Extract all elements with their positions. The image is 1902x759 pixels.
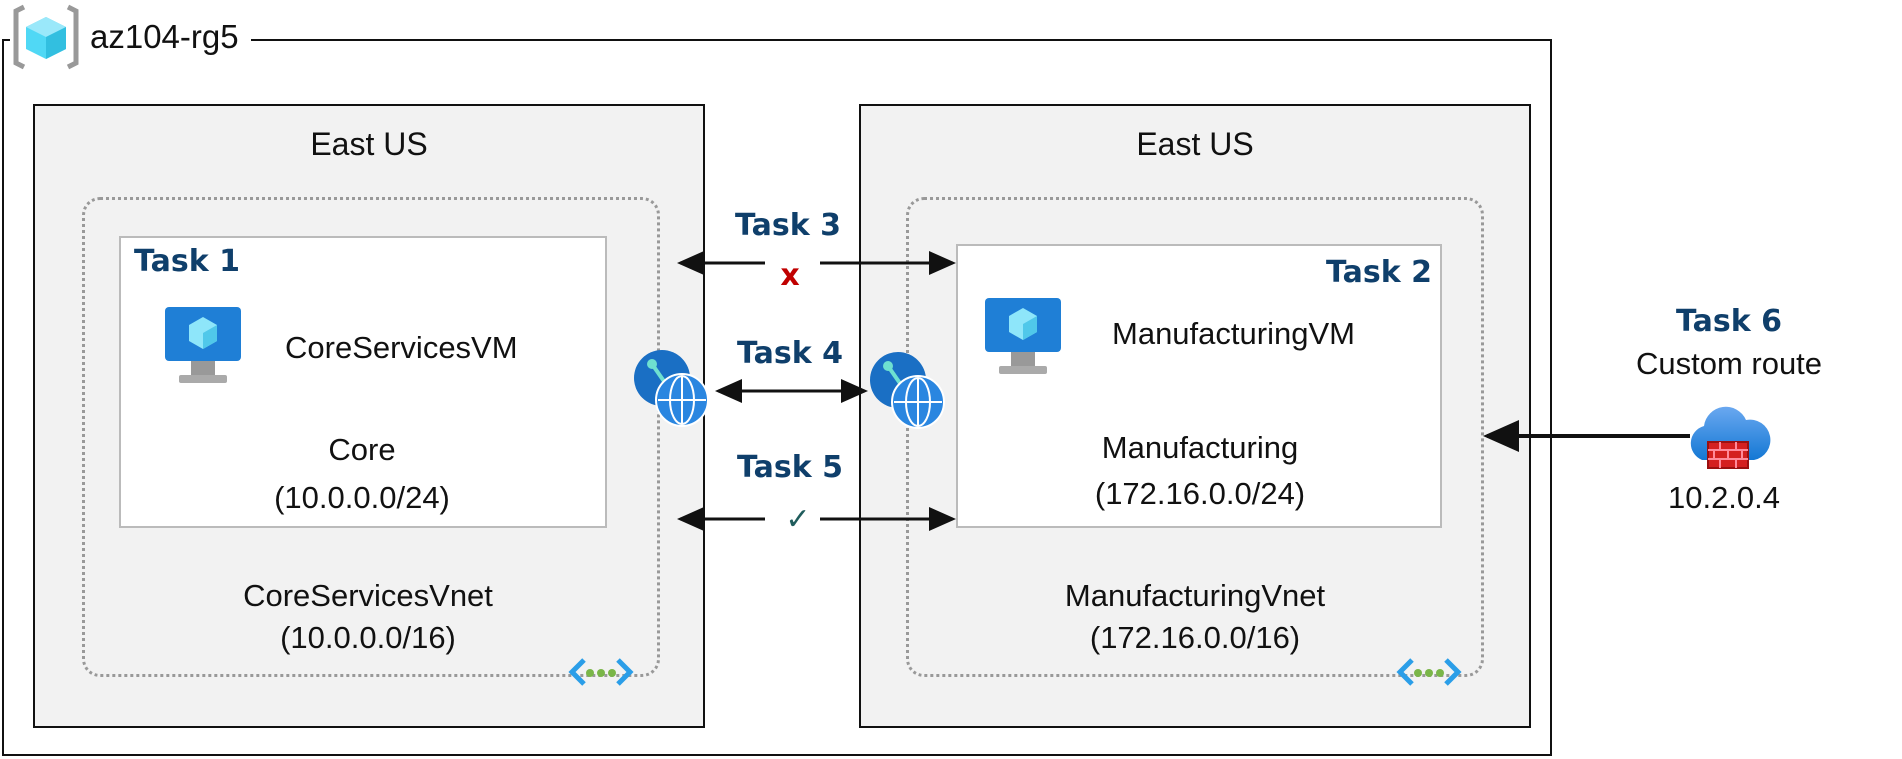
vnet-core-services	[82, 197, 660, 677]
vnet-name: CoreServicesVnet	[243, 578, 493, 613]
vnet-name: ManufacturingVnet	[1064, 578, 1326, 613]
subnet-cidr: (172.16.0.0/24)	[1094, 476, 1306, 511]
region-title: East US	[310, 126, 428, 162]
subnet-manufacturing	[956, 244, 1442, 528]
vm-name: ManufacturingVM	[1112, 316, 1355, 351]
task-1-label: Task 1	[134, 244, 240, 279]
region-title: East US	[1136, 126, 1254, 162]
resource-group-title: az104-rg5	[90, 18, 239, 55]
task-2-label: Task 2	[1326, 255, 1432, 290]
vnet-cidr: (10.0.0.0/16)	[280, 620, 456, 655]
virtual-network-icon	[1396, 658, 1462, 686]
subnet-cidr: (10.0.0.0/24)	[274, 480, 450, 515]
subnet-name: Manufacturing	[1101, 430, 1299, 465]
task-5-label: Task 5	[737, 450, 843, 485]
vm-name: CoreServicesVM	[285, 330, 518, 365]
firewall-cloud-icon	[1690, 406, 1771, 469]
vnet-manufacturing	[906, 197, 1484, 677]
check-icon: ✓	[785, 502, 811, 537]
vnet-cidr: (172.16.0.0/16)	[1089, 620, 1301, 655]
peering-icon-left	[634, 350, 709, 427]
vm-icon	[985, 298, 1061, 374]
resource-group-icon	[13, 4, 79, 70]
peering-icon-right	[870, 352, 945, 429]
custom-route-label: Custom route	[1635, 346, 1823, 381]
blocked-x-icon: x	[780, 258, 800, 293]
vm-icon	[165, 307, 241, 383]
virtual-network-icon	[568, 658, 634, 686]
task-3-label: Task 3	[735, 208, 841, 243]
resource-group-box	[2, 39, 1552, 756]
task-4-label: Task 4	[737, 336, 843, 371]
resource-group-header: az104-rg5	[10, 4, 251, 70]
subnet-name: Core	[328, 432, 396, 467]
custom-route-ip: 10.2.0.4	[1667, 480, 1781, 515]
task-6-label: Task 6	[1676, 304, 1782, 339]
